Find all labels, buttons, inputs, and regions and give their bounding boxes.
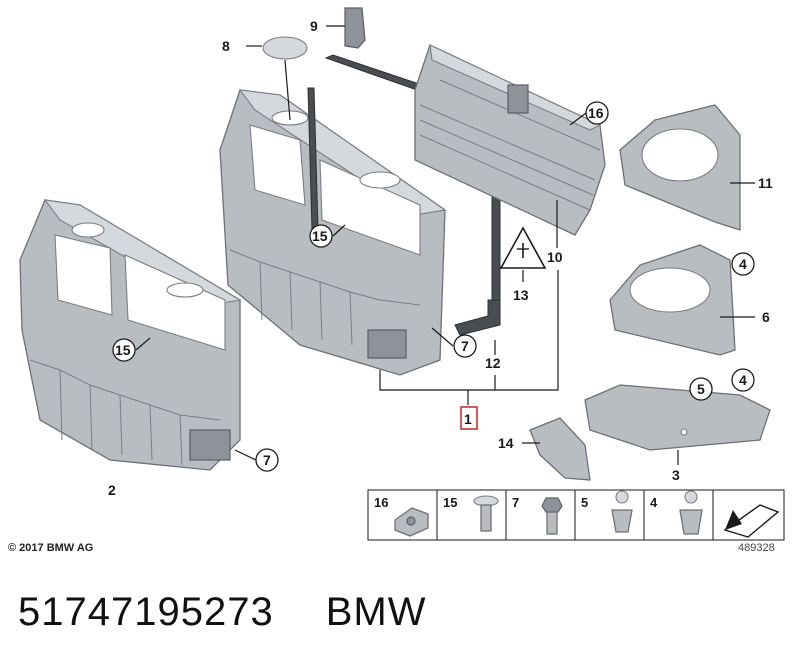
callout-10: 10 [547, 249, 563, 265]
callout-6: 6 [762, 309, 770, 325]
air-duct-carrier-front [19, 199, 242, 471]
bracket-9 [344, 7, 366, 49]
air-duct-11 [619, 104, 741, 231]
callout-8: 8 [222, 38, 230, 54]
fastener-table: 16 15 7 5 4 [367, 489, 785, 541]
callout-5: 5 [697, 381, 705, 397]
warning-triangle-icon [499, 226, 547, 269]
callout-11: 11 [758, 175, 773, 191]
air-duct-6 [609, 244, 736, 356]
callout-2: 2 [108, 482, 116, 498]
direction-arrow-icon [723, 504, 780, 538]
clip-nut-icon [394, 507, 429, 537]
callout-12: 12 [485, 355, 501, 371]
seal-strip-lower [454, 299, 501, 336]
image-number: 489328 [738, 542, 775, 554]
air-flap-unit-10 [414, 44, 606, 236]
callout-14: 14 [498, 435, 514, 451]
leader-lines [135, 25, 755, 465]
footer-caption: 51747195273 BMW [18, 590, 426, 635]
expanding-rivet-icon [611, 490, 633, 533]
svg-text:1: 1 [464, 411, 472, 427]
air-duct-carrier-rear [219, 89, 447, 376]
callout-7-lower: 7 [263, 452, 271, 468]
callout-16: 16 [588, 105, 604, 121]
callout-1-highlight: 1 [460, 406, 478, 430]
callouts: 8 9 2 3 11 6 14 10 13 12 1 15 15 7 7 16 … [108, 18, 773, 498]
expanding-rivet-large-icon [679, 490, 703, 535]
hex-bolt-icon [541, 497, 563, 535]
rivet-icon [473, 495, 499, 532]
table-label-16: 16 [374, 495, 388, 510]
table-label-5: 5 [581, 495, 588, 510]
brand-name: BMW [325, 590, 427, 634]
part-number: 51747195273 [18, 590, 274, 634]
table-label-7: 7 [512, 495, 519, 510]
table-label-4: 4 [650, 495, 658, 510]
parts-diagram: 8 9 2 3 11 6 14 10 13 12 1 15 15 7 7 16 … [19, 7, 785, 541]
callout-13: 13 [513, 287, 529, 303]
table-label-15: 15 [443, 495, 457, 510]
callout-15-lower: 15 [115, 342, 131, 358]
copyright-notice: © 2017 BMW AG [8, 542, 94, 554]
cap-8 [262, 36, 308, 60]
callout-4-upper: 4 [739, 256, 747, 272]
callout-4-lower: 4 [739, 372, 747, 388]
callout-15-upper: 15 [312, 228, 328, 244]
callout-9: 9 [310, 18, 318, 34]
callout-7-upper: 7 [461, 338, 469, 354]
air-duct-3 [584, 384, 771, 451]
callout-3: 3 [672, 467, 680, 483]
bracket-14 [529, 417, 591, 481]
